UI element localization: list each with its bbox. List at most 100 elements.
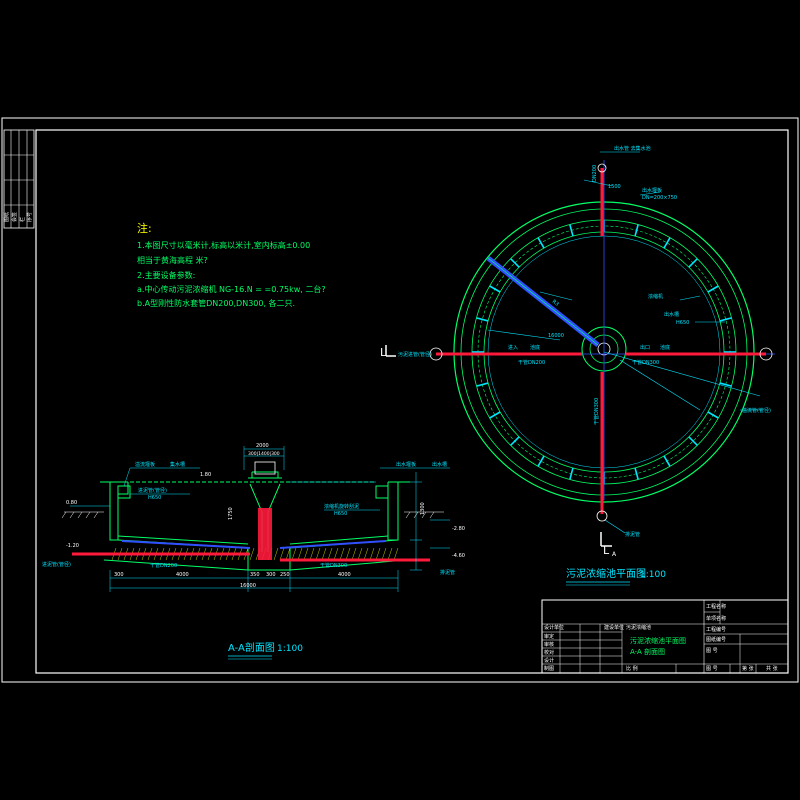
slab-hatch-line bbox=[339, 547, 345, 561]
slab-hatch-line bbox=[249, 547, 255, 561]
slab-hatch-line bbox=[387, 547, 393, 561]
section-elev-right: -2.80 bbox=[452, 526, 465, 532]
title-block: 工程名称 单项名称 工程编号 图纸编号 图 号 设计单位 建设单位 污泥浓缩池 … bbox=[541, 599, 789, 674]
slab-hatch-line bbox=[315, 547, 321, 561]
section-label-left-top: 溢流堰板 bbox=[135, 461, 155, 468]
slab-hatch-line bbox=[393, 547, 399, 561]
note-line-3: 2.主要设备参数: bbox=[137, 270, 195, 280]
plan-label-left-pipe: 污泥进管(管径) bbox=[398, 351, 432, 358]
section-label-left-inner2: H650 bbox=[148, 495, 161, 501]
section-dim-a: 4000 bbox=[176, 572, 189, 578]
slab-hatch-line bbox=[273, 547, 279, 561]
plan-top-end bbox=[597, 163, 607, 173]
plan-outlet-end bbox=[759, 347, 773, 361]
section-label-left-top2: 集水槽 bbox=[170, 461, 185, 468]
section-dim-top: 2000 bbox=[256, 443, 269, 449]
slab-hatch-line bbox=[369, 547, 375, 561]
plan-label-left-in1: 进入 bbox=[508, 344, 518, 351]
plan-label-bottom-pipe: 干管DN300 bbox=[593, 398, 600, 425]
note-line-1: 1.本图尺寸以毫米计,标高以米计,室内标高±0.00 bbox=[137, 240, 310, 250]
title-header-left: 设计单位 bbox=[544, 624, 564, 631]
slab-hatch-line bbox=[375, 547, 381, 561]
section-label-right-inner: 浓缩机旋转刮泥 bbox=[324, 503, 359, 510]
section-title: A-A剖面图 bbox=[228, 641, 275, 654]
notes-block: 注: 1.本图尺寸以毫米计,标高以米计,室内标高±0.00 相当于黄海高程 米?… bbox=[137, 221, 326, 308]
section-label-right-top: 出水堰板 bbox=[396, 461, 416, 468]
plan-label-right-out1: 出口 bbox=[640, 344, 650, 351]
section-elev-left2: -1.20 bbox=[66, 543, 79, 549]
plan-section-cut bbox=[385, 345, 612, 547]
title-drawing-name-2: A-A 剖面图 bbox=[630, 647, 665, 656]
left-signature-strip: 图纸 会签 栏 序号 bbox=[3, 129, 35, 229]
section-dim-labels: 300 4000 350 300 250 4000 16000 1750 130… bbox=[114, 502, 426, 589]
title-footer-3: 第 张 bbox=[742, 665, 754, 672]
plan-label-guide-spec: H650 bbox=[676, 320, 689, 326]
launder-support bbox=[476, 382, 489, 387]
plan-label-left-in2: 池底 bbox=[530, 344, 540, 351]
section-view: 2000 300|1400|300 bbox=[42, 443, 465, 660]
plan-label-mechanism: 浓缩机 bbox=[648, 293, 663, 300]
launder-support bbox=[707, 411, 719, 419]
section-elev-right2: -4.60 bbox=[452, 553, 465, 559]
slab-hatch-line bbox=[357, 547, 363, 561]
slab-hatch-line bbox=[285, 547, 291, 561]
plan-label-overflow-spec: DN=200×750 bbox=[642, 195, 677, 201]
title-header-mid: 建设单位 bbox=[604, 624, 624, 631]
launder-support bbox=[569, 224, 574, 237]
title-sign-table bbox=[542, 624, 788, 673]
section-mark-bottom: A bbox=[612, 551, 617, 558]
section-center-column bbox=[258, 508, 272, 560]
launder-support bbox=[719, 317, 732, 322]
plan-labels: 出水管 去集水池 1500 DN200 出水堰板 DN=200×750 浓缩机 … bbox=[398, 145, 771, 538]
section-letter-left: L bbox=[380, 346, 387, 359]
title-row-5: 制图 bbox=[544, 665, 554, 672]
plan-label-diameter: 16000 bbox=[548, 333, 564, 339]
plan-label-top-pipe: 出水管 去集水池 bbox=[614, 145, 651, 152]
sheet-inner-border bbox=[35, 129, 789, 674]
section-label-left-pipe-dn: 干管DN200 bbox=[150, 562, 177, 569]
launder-support bbox=[569, 467, 574, 480]
section-elev-top: 1.80 bbox=[200, 472, 211, 478]
section-dim-h: 250 bbox=[280, 572, 290, 578]
launder-support bbox=[510, 258, 520, 268]
slab-hatch-line bbox=[351, 547, 357, 561]
title-project-label: 工程编号 bbox=[706, 626, 726, 633]
launder-support bbox=[489, 411, 501, 419]
strip-label-3: 栏 bbox=[19, 217, 26, 222]
slab-hatch-line bbox=[321, 547, 327, 561]
launder-support bbox=[688, 258, 698, 268]
plan-label-bottom: 排泥管 bbox=[625, 531, 640, 538]
slab-hatch-line bbox=[303, 547, 309, 561]
title-sheet-label: 图 号 bbox=[706, 648, 718, 654]
plan-label-inner-ring: 出水槽 bbox=[664, 311, 679, 318]
launder-support bbox=[510, 436, 520, 446]
title-drawing-name-1: 污泥浓缩池平面图 bbox=[630, 636, 686, 645]
plan-label-right-pipe-dn: 干管DN300 bbox=[632, 359, 659, 366]
slab-hatch-line bbox=[345, 547, 351, 561]
strip-label-2: 会签 bbox=[11, 212, 18, 222]
note-line-5: b.A型刚性防水套管DN200,DN300, 各二只. bbox=[137, 298, 295, 308]
plan-label-right-out2: 池底 bbox=[660, 344, 670, 351]
section-dim-b: 4000 bbox=[338, 572, 351, 578]
title-row-1: 审定 bbox=[544, 633, 554, 640]
plan-label-top-dim2: DN200 bbox=[592, 165, 598, 182]
section-leaders bbox=[70, 467, 450, 549]
section-top-dims bbox=[243, 446, 285, 470]
title-row-2: 审核 bbox=[544, 641, 554, 648]
title-footer-2: 图 号 bbox=[706, 666, 718, 672]
plan-scraper-arm-edge bbox=[487, 257, 599, 346]
plan-inlet-end bbox=[429, 347, 443, 361]
section-label-left-inner: 进泥管(管径) bbox=[138, 487, 167, 494]
section-scale: 1:100 bbox=[277, 644, 303, 654]
slab-hatch-line bbox=[333, 547, 339, 561]
plan-label-overflow: 出水堰板 bbox=[642, 187, 662, 194]
title-row-4: 设计 bbox=[544, 657, 554, 664]
launder-support bbox=[476, 317, 489, 322]
slab-hatch-line bbox=[291, 547, 297, 561]
section-label-left-pipe: 进泥管(管径) bbox=[42, 561, 71, 568]
launder-support bbox=[663, 455, 671, 467]
section-dim-top2: 300|1400|300 bbox=[248, 451, 280, 457]
launder-support bbox=[634, 467, 639, 480]
section-label-right-pipe: 排泥管 bbox=[440, 569, 455, 576]
